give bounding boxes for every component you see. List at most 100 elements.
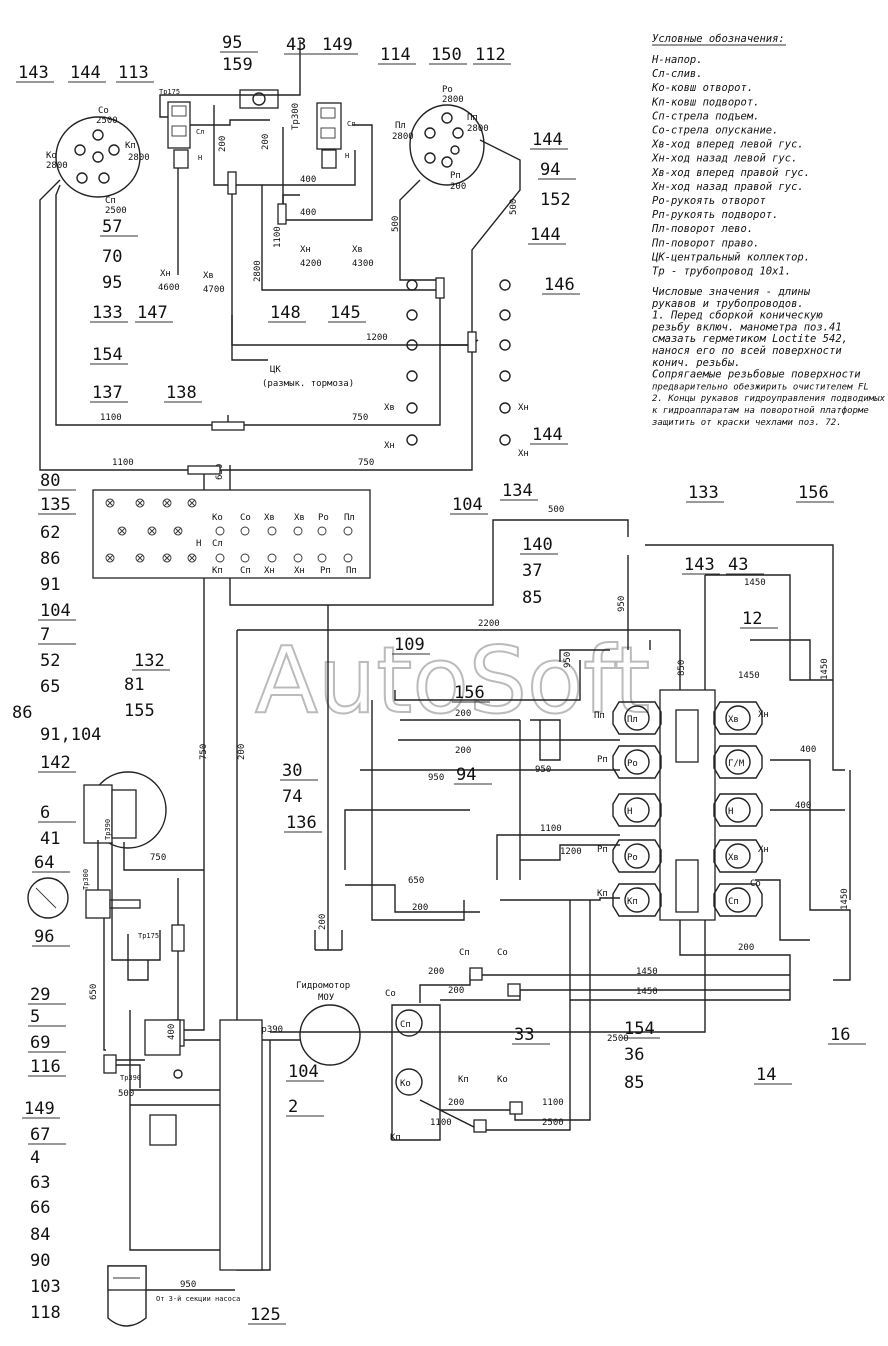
legend-note: смазать герметиком Loctite 542, — [652, 333, 848, 345]
svg-text:Хн: Хн — [758, 710, 769, 720]
svg-text:Сп: Сп — [728, 897, 739, 907]
svg-text:950: 950 — [535, 765, 551, 775]
svg-text:Тр300: Тр300 — [82, 869, 90, 890]
distributor-section-right — [713, 745, 763, 779]
svg-text:МОУ: МОУ — [318, 993, 335, 1003]
svg-text:1100: 1100 — [542, 1098, 564, 1108]
svg-text:400: 400 — [795, 801, 811, 811]
svg-text:2500: 2500 — [96, 116, 118, 126]
svg-text:750: 750 — [358, 458, 374, 468]
svg-text:Тр175: Тр175 — [138, 932, 159, 940]
svg-text:Хв: Хв — [264, 513, 275, 523]
svg-text:Пп: Пп — [346, 566, 357, 576]
watermark: AutoSoft — [255, 627, 650, 734]
callout-number: 104 — [452, 495, 483, 515]
svg-text:Пл: Пл — [627, 715, 638, 725]
distributor-section-left — [612, 701, 662, 735]
callout-number: 154 — [92, 345, 123, 365]
svg-text:Рп: Рп — [597, 755, 608, 765]
svg-text:1450: 1450 — [636, 967, 658, 977]
svg-text:4700: 4700 — [203, 285, 225, 295]
callout-number: 103 — [30, 1277, 61, 1297]
svg-text:200: 200 — [738, 943, 754, 953]
callout-number: 145 — [330, 303, 361, 323]
callout-number: 94 — [456, 765, 476, 785]
callout-number: 36 — [624, 1045, 644, 1065]
svg-text:Сп: Сп — [400, 1020, 411, 1030]
callout-number: 14 — [756, 1065, 776, 1085]
svg-text:Сл: Сл — [196, 128, 204, 136]
svg-text:Ко: Ко — [46, 151, 57, 161]
legend-item: Ро-рукоять отворот — [652, 195, 766, 207]
callout-number: 80 — [40, 471, 60, 491]
callout-number: 116 — [30, 1057, 61, 1077]
svg-text:Ко: Ко — [212, 513, 223, 523]
callout-number: 33 — [514, 1025, 534, 1045]
svg-text:От 3-й секции насоса: От 3-й секции насоса — [156, 1295, 240, 1303]
svg-text:200: 200 — [412, 903, 428, 913]
callout-number: 125 — [250, 1305, 281, 1325]
svg-text:Тр390: Тр390 — [104, 819, 112, 840]
svg-text:200: 200 — [455, 746, 471, 756]
callout-number: 86 — [12, 703, 32, 723]
callout-number: 133 — [92, 303, 123, 323]
svg-text:500: 500 — [391, 216, 401, 232]
callout-number: 16 — [830, 1025, 850, 1045]
callout-number: 159 — [222, 55, 253, 75]
callout-number: 109 — [394, 635, 425, 655]
callout-number: 155 — [124, 701, 155, 721]
svg-text:4300: 4300 — [352, 259, 374, 269]
callout-number: 147 — [137, 303, 168, 323]
svg-text:Ро: Ро — [318, 513, 329, 523]
callout-number: 156 — [798, 483, 829, 503]
legend-note: Числовые значения - длины — [652, 286, 811, 298]
svg-text:Сл: Сл — [347, 120, 355, 128]
distributor-section-left — [612, 883, 662, 917]
svg-text:4200: 4200 — [300, 259, 322, 269]
legend-item: Рп-рукоять подворот. — [652, 209, 778, 221]
legend-note: Сопрягаемые резьбовые поверхности — [652, 369, 861, 381]
tank-pump: Тр390 500 400 950 От 3-й секции насоса — [103, 1010, 263, 1327]
callout-number: 2 — [288, 1097, 298, 1117]
callout-number: 142 — [40, 753, 71, 773]
svg-text:Ро: Ро — [442, 85, 453, 95]
connector-ports: Хв Хн Хн Хн — [384, 279, 529, 459]
callout-number: 12 — [742, 609, 762, 629]
svg-text:400: 400 — [800, 745, 816, 755]
callout-number: 143 — [684, 555, 715, 575]
callout-number: 152 — [540, 190, 571, 210]
legend-item: Пп-поворот право. — [651, 237, 759, 249]
callout-number: 118 — [30, 1303, 61, 1323]
svg-text:Хн: Хн — [300, 245, 311, 255]
svg-text:Пп: Пп — [594, 711, 605, 721]
legend-item: Н-напор. — [651, 54, 703, 66]
right-control-joystick: Ро 2800 Пп 2800 Пл 2800 Рп 200 — [392, 85, 489, 192]
callout-number: 37 — [522, 561, 542, 581]
svg-text:Тр175: Тр175 — [159, 88, 180, 96]
svg-text:4600: 4600 — [158, 283, 180, 293]
callout-number: 64 — [34, 853, 54, 873]
svg-text:Н: Н — [728, 807, 733, 817]
callout-number: 30 — [282, 761, 302, 781]
svg-text:2500: 2500 — [105, 206, 127, 216]
svg-text:1100: 1100 — [112, 458, 134, 468]
legend-item: ЦК-центральный коллектор. — [651, 251, 810, 263]
svg-text:Сп: Сп — [459, 948, 470, 958]
svg-text:750: 750 — [150, 853, 166, 863]
svg-text:Хв: Хв — [294, 513, 305, 523]
svg-text:1100: 1100 — [430, 1118, 452, 1128]
svg-text:400: 400 — [300, 208, 316, 218]
distributor-section-right — [713, 839, 763, 873]
svg-text:1450: 1450 — [738, 671, 760, 681]
callout-number: 85 — [624, 1073, 644, 1093]
callout-number: 4 — [30, 1148, 40, 1168]
callout-number: 114 — [380, 45, 411, 65]
legend-item: Со-стрела опускание. — [652, 125, 778, 137]
callout-number: 149 — [322, 35, 353, 55]
svg-text:Ко: Ко — [400, 1079, 411, 1089]
top-hoses: 200 200 Тр300 400 400 1100 2800 500 500 … — [39, 40, 521, 490]
svg-text:2800: 2800 — [128, 153, 150, 163]
callout-number: 65 — [40, 677, 60, 697]
